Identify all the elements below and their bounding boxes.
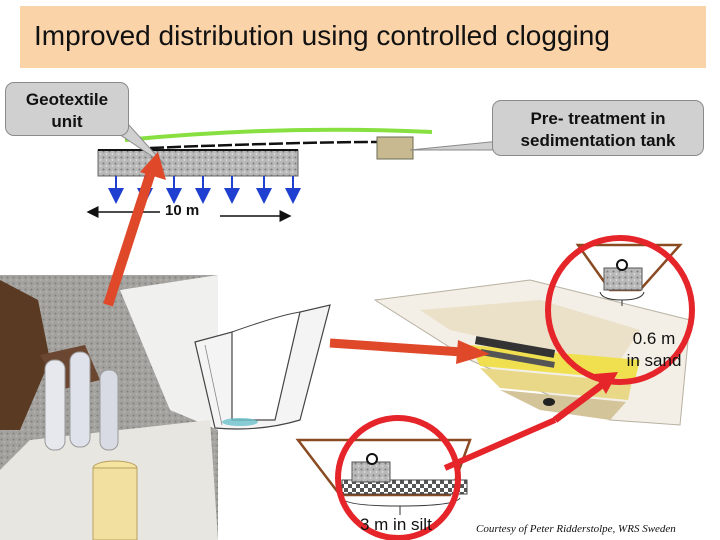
geotextile-unit: [97, 149, 299, 177]
callout-pretreatment: Pre- treatment in sedimentation tank: [492, 100, 704, 156]
callout-line: Geotextile: [25, 90, 109, 109]
label-line: in sand: [626, 351, 682, 370]
label-line: 0.6 m: [632, 329, 676, 348]
connector-line-circles: [443, 417, 557, 471]
slide-title: Improved distribution using controlled c…: [34, 20, 610, 51]
geotextile-u-sketch: [194, 304, 331, 430]
silt-trench-schematic: [295, 438, 472, 515]
highlight-circle-sand: [545, 235, 695, 385]
sedimentation-tank: [376, 136, 414, 160]
pointer-arrow-red: [552, 372, 618, 423]
distance-label: 10 m: [165, 202, 200, 219]
pointer-arrow-geotextile: [103, 152, 166, 307]
callout-line: unit: [51, 112, 83, 131]
ground-surface: [124, 127, 433, 142]
pointer-arrow-trench: [329, 338, 490, 364]
callout-geotextile-unit: Geotextile unit: [5, 82, 129, 136]
title-bar: [20, 6, 706, 68]
distribution-pipe: [149, 140, 379, 150]
silt-depth-label: 3 m in silt: [360, 515, 432, 534]
callout-line: Pre- treatment in: [530, 109, 666, 128]
callout-line: sedimentation tank: [520, 131, 676, 150]
sand-depth-label: 0.6 m in sand: [614, 328, 694, 372]
photo-credit: Courtesy of Peter Ridderstolpe, WRS Swed…: [476, 523, 676, 535]
installation-photo: [0, 275, 218, 540]
highlight-circle-silt: [335, 415, 461, 540]
trench-cross-section: [373, 279, 691, 426]
